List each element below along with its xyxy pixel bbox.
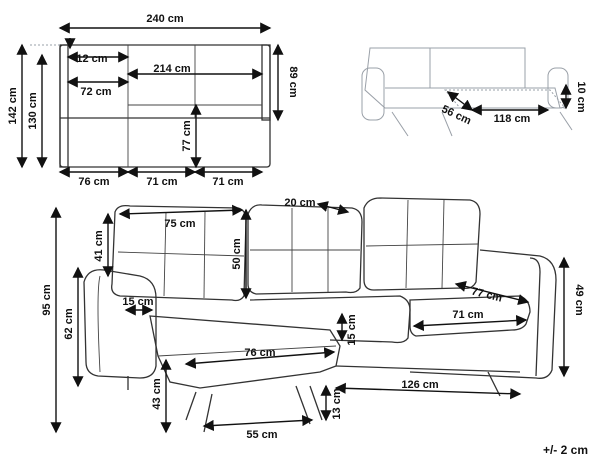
dim-section-left: 76 cm: [78, 176, 109, 188]
dim-arm-width: 15 cm: [122, 296, 153, 308]
dim-back-top: 41 cm: [93, 230, 105, 261]
dim-chaise-front-width: 76 cm: [244, 347, 275, 359]
dim-back-cushion-height: 50 cm: [231, 238, 243, 269]
tolerance-note: +/- 2 cm: [542, 443, 588, 457]
dim-seat-width: 214 cm: [153, 63, 191, 75]
dim-seat-cushion-height: 15 cm: [346, 314, 358, 345]
dim-leg-span: 55 cm: [246, 429, 277, 441]
dim-section-right: 71 cm: [212, 176, 243, 188]
dim-leg-height: 13 cm: [331, 388, 343, 419]
dim-overall-depth: 142 cm: [7, 87, 19, 125]
dim-arm-height: 62 cm: [63, 308, 75, 339]
dim-cushion-gap: 20 cm: [284, 197, 315, 209]
dim-seat-cushion-depth: 77 cm: [470, 285, 503, 304]
dim-chaise-width: 72 cm: [80, 86, 111, 98]
dim-bed-length: 118 cm: [494, 113, 531, 125]
dim-total-height: 95 cm: [41, 284, 53, 315]
dim-base-width: 126 cm: [401, 379, 439, 391]
top-view-drawing: [30, 44, 271, 168]
sofa-bed-sketch: [361, 47, 573, 137]
dim-chaise-inner-depth: 130 cm: [27, 92, 39, 130]
dim-seat-height: 43 cm: [151, 378, 163, 409]
dim-section-mid: 71 cm: [146, 176, 177, 188]
dim-seat-depth: 77 cm: [181, 120, 193, 151]
dim-overall-width: 240 cm: [146, 13, 184, 25]
dim-bed-height: 10 cm: [575, 81, 587, 112]
dim-arm-inner: 12 cm: [76, 53, 107, 65]
dim-seat-cushion-width: 71 cm: [452, 309, 483, 321]
dim-back-depth: 89 cm: [287, 66, 299, 97]
dim-right-arm-height: 49 cm: [573, 284, 585, 315]
dim-back-cushion-width: 75 cm: [164, 218, 195, 230]
